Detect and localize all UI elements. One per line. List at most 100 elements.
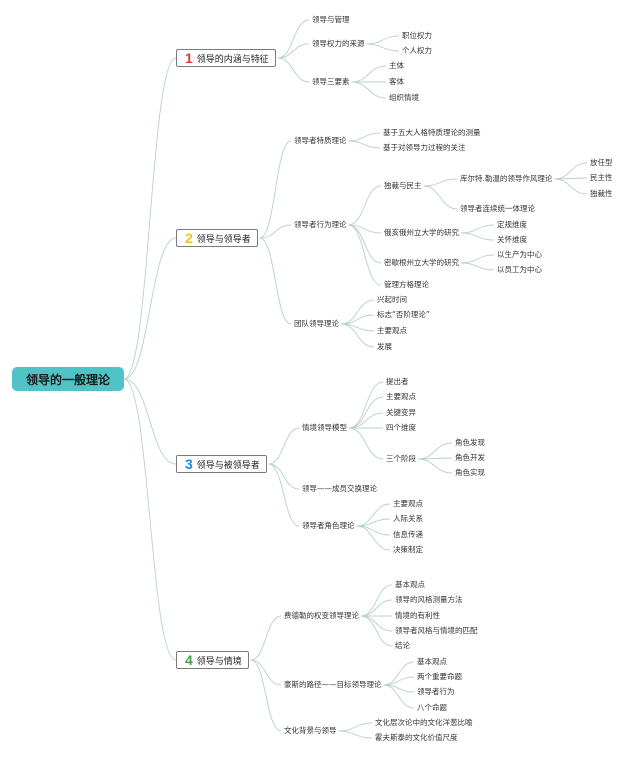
topic-milestone[interactable]: 标志“否阶理论” xyxy=(377,310,430,319)
topic-path-goal-basic[interactable]: 基本观点 xyxy=(417,657,447,666)
section-3-box[interactable]: 3 领导与被领导者 xyxy=(176,455,267,473)
connector-line xyxy=(123,378,177,661)
connector-line xyxy=(268,463,300,527)
section-4-number: 4 xyxy=(185,652,193,668)
topic-onion-metaphor[interactable]: 文化层次论中的文化洋葱比喻 xyxy=(375,718,473,727)
topic-rise-time[interactable]: 兴起时间 xyxy=(377,295,407,304)
connector-line xyxy=(259,140,292,239)
topic-lmx-theory[interactable]: 领导——成员交换理论 xyxy=(302,484,377,493)
connector-line xyxy=(348,396,384,429)
topic-role-main-views[interactable]: 主要观点 xyxy=(393,499,423,508)
connector-line xyxy=(356,503,391,527)
topic-autocracy-democracy[interactable]: 独裁与民主 xyxy=(384,181,422,190)
section-4-box[interactable]: 4 领导与情境 xyxy=(176,651,249,669)
connector-line xyxy=(554,178,588,195)
topic-big-five[interactable]: 基于五大人格特质理论的测量 xyxy=(383,128,481,137)
topic-production-centered[interactable]: 以生产为中心 xyxy=(497,250,542,259)
topic-autocratic[interactable]: 独裁性 xyxy=(590,189,613,198)
topic-favorableness[interactable]: 情境的有利性 xyxy=(395,611,440,620)
topic-hofstede[interactable]: 霍夫斯泰的文化价值尺度 xyxy=(375,733,458,742)
topic-initiating-structure[interactable]: 定规维度 xyxy=(497,220,527,229)
topic-situational-model[interactable]: 情境领导模型 xyxy=(302,423,347,432)
connector-line xyxy=(423,185,458,210)
topic-ohio-study[interactable]: 俄亥俄州立大学的研究 xyxy=(384,228,459,237)
topic-org-context[interactable]: 组织情境 xyxy=(389,93,419,102)
topic-leadership-vs-management[interactable]: 领导与管理 xyxy=(312,15,350,24)
topic-eight-propositions[interactable]: 八个命题 xyxy=(417,703,447,712)
connector-line xyxy=(348,140,381,149)
connector-line xyxy=(351,81,387,99)
topic-decision-making[interactable]: 决策制定 xyxy=(393,545,423,554)
connector-line xyxy=(360,615,393,632)
topic-culture[interactable]: 文化背景与领导 xyxy=(284,726,337,735)
topic-trait-theory[interactable]: 领导者特质理论 xyxy=(294,136,347,145)
section-2-box[interactable]: 2 领导与领导者 xyxy=(176,229,258,247)
connector-line xyxy=(277,57,310,83)
topic-personal-power[interactable]: 个人权力 xyxy=(402,46,432,55)
topic-style-match[interactable]: 领导者风格与情境的匹配 xyxy=(395,626,478,635)
topic-situational-main-views[interactable]: 主要观点 xyxy=(386,392,416,401)
topic-behavior-theory[interactable]: 领导者行为理论 xyxy=(294,220,347,229)
topic-development[interactable]: 发展 xyxy=(377,342,392,351)
topic-subject[interactable]: 主体 xyxy=(389,61,404,70)
topic-fiedler-basic[interactable]: 基本观点 xyxy=(395,580,425,589)
topic-proposer[interactable]: 提出者 xyxy=(386,377,409,386)
topic-interpersonal[interactable]: 人际关系 xyxy=(393,514,423,523)
connector-line xyxy=(250,659,282,686)
topic-role-realization[interactable]: 角色实现 xyxy=(455,468,485,477)
topic-continuum[interactable]: 领导者连续统一体理论 xyxy=(460,204,535,213)
topic-information-transfer[interactable]: 信息传递 xyxy=(393,530,423,539)
connector-line xyxy=(123,57,177,380)
connector-line xyxy=(340,314,375,325)
topic-laissez-faire[interactable]: 放任型 xyxy=(590,158,613,167)
topic-managerial-grid[interactable]: 管理方格理论 xyxy=(384,280,429,289)
topic-role-discovery[interactable]: 角色发现 xyxy=(455,438,485,447)
connector-line xyxy=(348,224,382,286)
topic-role-development[interactable]: 角色开发 xyxy=(455,453,485,462)
connector-line xyxy=(554,162,588,180)
connector-line xyxy=(268,427,300,465)
connector-line xyxy=(123,237,177,380)
topic-key-variation[interactable]: 关键变异 xyxy=(386,408,416,417)
connector-line xyxy=(348,224,382,264)
topic-object[interactable]: 客体 xyxy=(389,77,404,86)
connector-line xyxy=(338,730,373,739)
topic-lewin-style[interactable]: 库尔特.勒温的领导作风理论 xyxy=(460,174,553,183)
section-1-box[interactable]: 1 领导的内涵与特征 xyxy=(176,49,276,67)
connector-line xyxy=(360,615,393,647)
topic-michigan-study[interactable]: 密歇根州立大学的研究 xyxy=(384,258,459,267)
topic-consideration[interactable]: 关怀维度 xyxy=(497,235,527,244)
topic-style-measurement[interactable]: 领导的风格测量方法 xyxy=(395,595,463,604)
topic-process-focus[interactable]: 基于对领导力过程的关注 xyxy=(383,143,466,152)
connector-line xyxy=(360,599,393,617)
connector-line xyxy=(338,722,373,732)
topic-path-goal[interactable]: 豪斯的路径——目标领导理论 xyxy=(284,680,382,689)
connector-line xyxy=(460,262,495,271)
section-1-number: 1 xyxy=(185,50,193,66)
topic-leader-role-theory[interactable]: 领导者角色理论 xyxy=(302,521,355,530)
topic-team-leadership[interactable]: 团队领导理论 xyxy=(294,319,339,328)
connector-line xyxy=(348,185,382,226)
topic-employee-centered[interactable]: 以员工为中心 xyxy=(497,265,542,274)
root-topic[interactable]: 领导的一般理论 xyxy=(12,367,124,391)
topic-three-stages[interactable]: 三个阶段 xyxy=(386,454,416,463)
section-1-label: 领导的内涵与特征 xyxy=(196,54,269,65)
connector-line xyxy=(348,381,384,429)
topic-position-power[interactable]: 职位权力 xyxy=(402,31,432,40)
connector-line xyxy=(348,412,384,429)
topic-fiedler[interactable]: 费德勒的权变领导理论 xyxy=(284,611,359,620)
topic-three-elements[interactable]: 领导三要素 xyxy=(312,77,350,86)
connector-line xyxy=(356,525,391,536)
connector-line xyxy=(351,65,387,83)
topic-two-propositions[interactable]: 两个重要命题 xyxy=(417,672,462,681)
topic-democratic[interactable]: 民主性 xyxy=(590,173,613,182)
topic-power-sources[interactable]: 领导权力的来源 xyxy=(312,39,365,48)
connector-line xyxy=(277,19,310,59)
connector-line xyxy=(423,178,458,187)
topic-four-dimensions[interactable]: 四个维度 xyxy=(386,423,416,432)
connector-line xyxy=(348,132,381,142)
section-4-label: 领导与情境 xyxy=(196,656,242,667)
topic-team-main-views[interactable]: 主要观点 xyxy=(377,326,407,335)
topic-leader-behavior[interactable]: 领导者行为 xyxy=(417,687,455,696)
topic-conclusion[interactable]: 结论 xyxy=(395,641,410,650)
